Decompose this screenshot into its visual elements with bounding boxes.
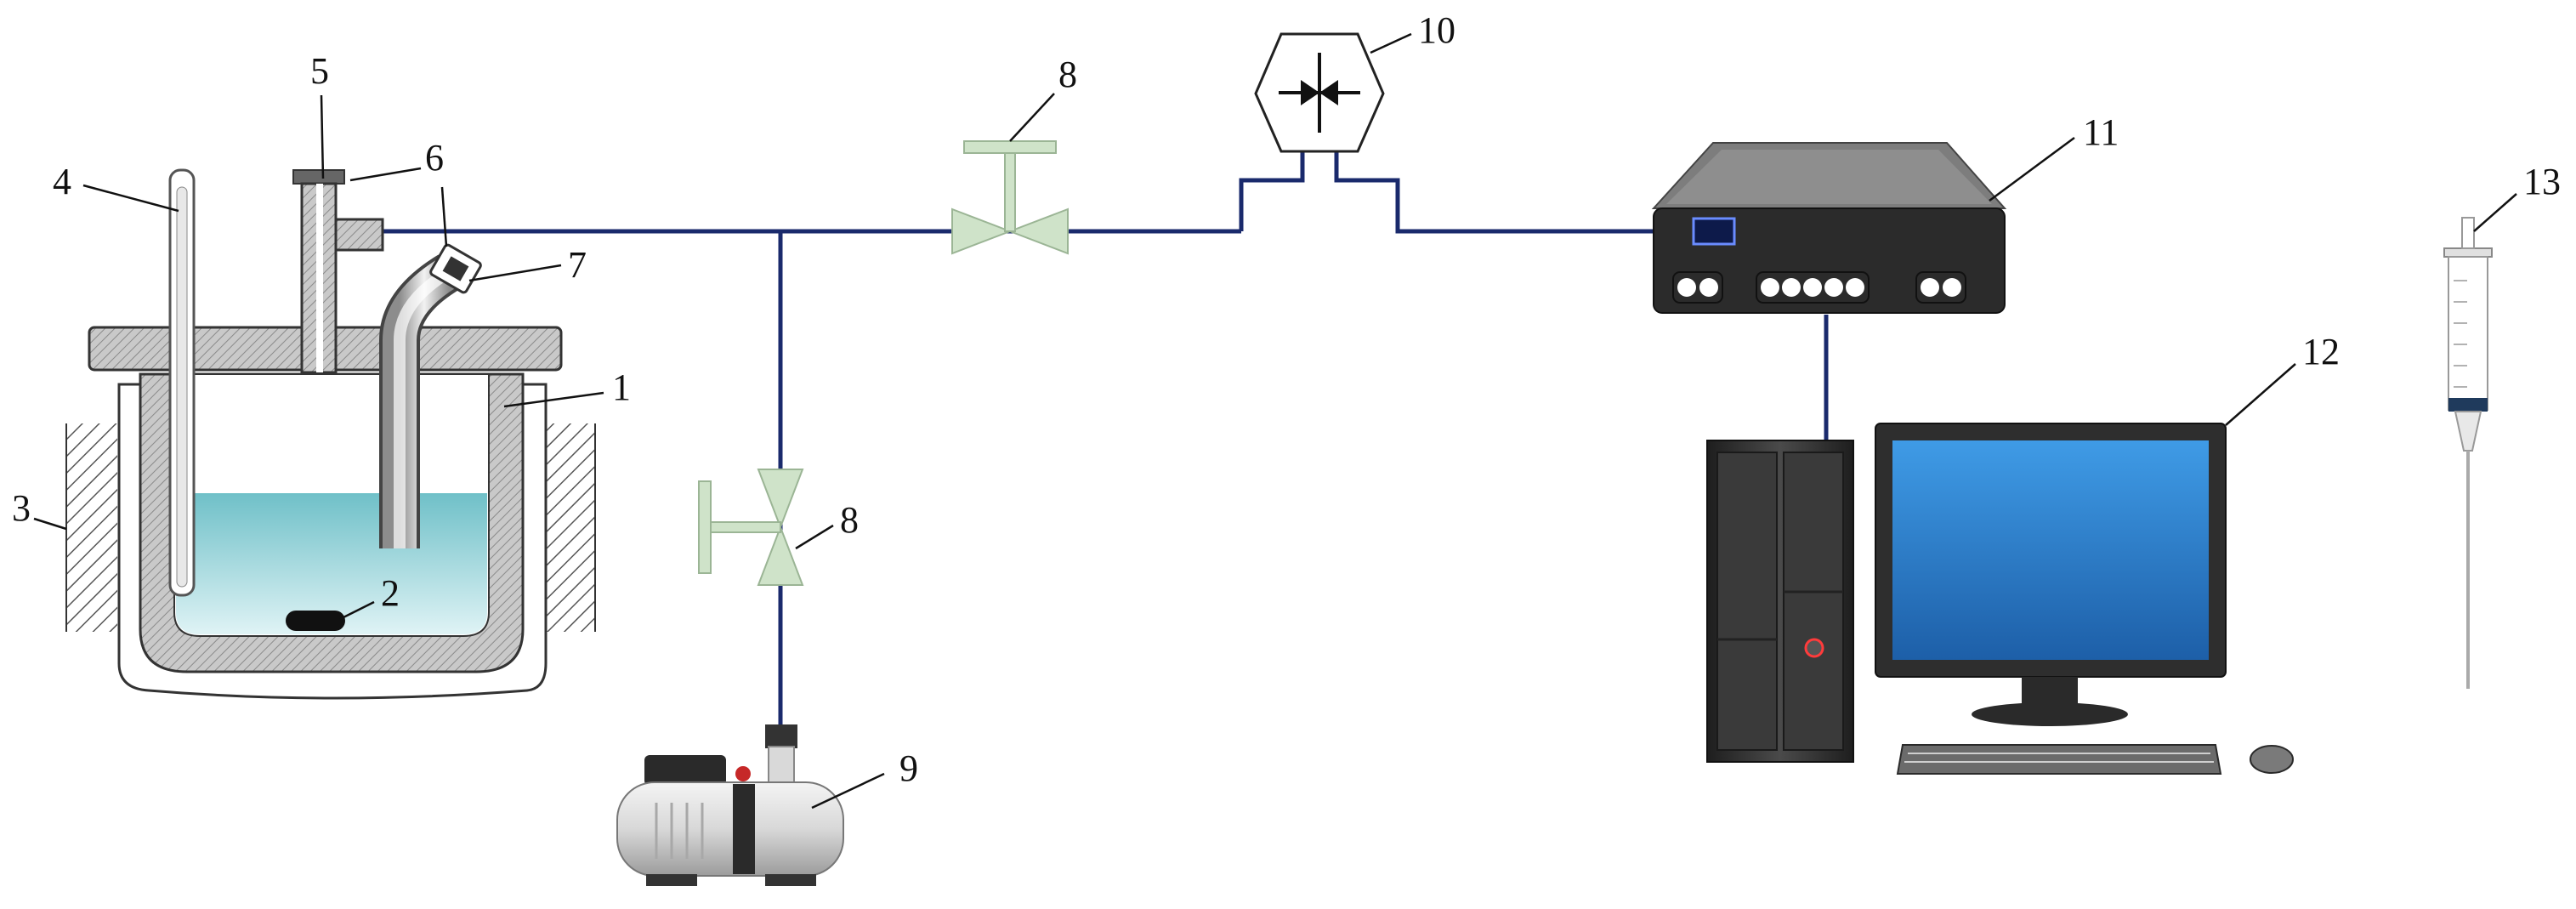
- pressure-sensor-icon: [1254, 32, 1385, 153]
- label-9: 9: [899, 747, 918, 789]
- label-7: 7: [568, 244, 587, 286]
- label-8b: 8: [840, 499, 859, 541]
- label-1: 1: [612, 366, 631, 408]
- computer-icon: [1706, 423, 2294, 775]
- label-12: 12: [2302, 331, 2340, 372]
- label-11: 11: [2083, 111, 2119, 153]
- sampling-tube-icon: [379, 243, 482, 548]
- vacuum-pump-icon: [616, 724, 844, 886]
- heating-jacket-icon: [65, 423, 596, 632]
- label-4: 4: [53, 161, 71, 202]
- syringe-icon: [2443, 217, 2493, 689]
- inlet-port-icon: [292, 169, 384, 374]
- pipe-network: [383, 146, 1829, 731]
- label-10: 10: [1418, 9, 1455, 51]
- callout-labels: 1 2 3 4 5 6 7 8 8 9 10 11 12 13: [12, 9, 2561, 789]
- thermometer-icon: [168, 168, 196, 597]
- valve-icon[interactable]: [698, 469, 804, 586]
- label-13: 13: [2523, 161, 2561, 202]
- label-8a: 8: [1058, 54, 1077, 95]
- leader-lines: [33, 32, 2517, 810]
- stir-bar-icon: [286, 611, 345, 631]
- label-2: 2: [381, 572, 400, 614]
- data-acquisition-icon: [1651, 142, 2007, 314]
- label-5: 5: [310, 50, 329, 92]
- label-3: 3: [12, 487, 31, 529]
- valve-icon[interactable]: [951, 140, 1069, 255]
- reaction-vessel-icon: [88, 326, 563, 700]
- label-6: 6: [425, 137, 444, 179]
